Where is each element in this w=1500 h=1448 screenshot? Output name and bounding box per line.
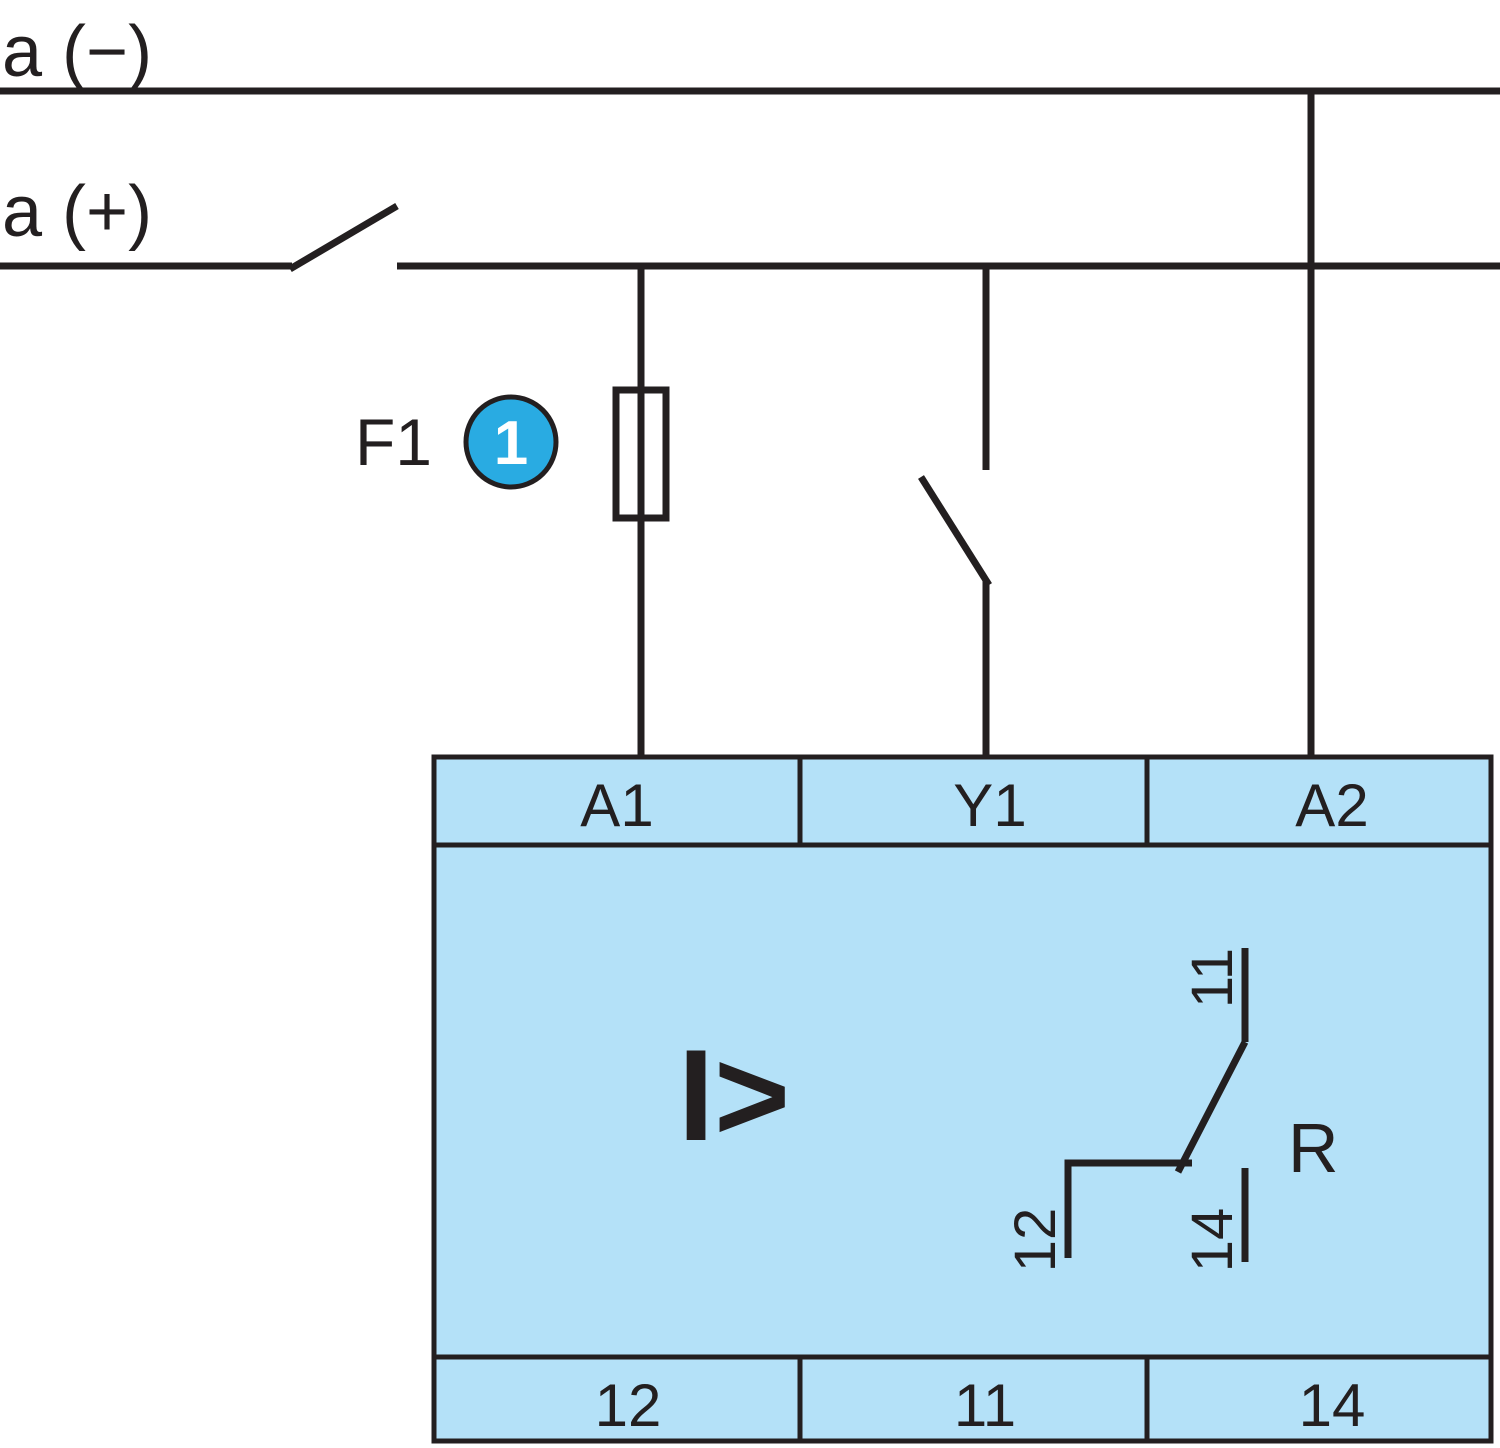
contact-blade — [1174, 1040, 1249, 1174]
main-switch-blade — [288, 202, 399, 273]
terminal-label-a2: A2 — [1295, 772, 1368, 839]
terminal-label-14: 14 — [1299, 1372, 1366, 1439]
relay-contact-letter: R — [1288, 1109, 1339, 1187]
contact-terminal-label-14: 14 — [1180, 1208, 1245, 1273]
terminal-label-12: 12 — [595, 1372, 662, 1439]
contact-nc-lead — [1064, 1159, 1192, 1258]
control-switch-blade — [918, 475, 992, 587]
callout-number: 1 — [494, 409, 528, 478]
fuse-symbol — [612, 386, 670, 522]
terminal-label-y1: Y1 — [953, 772, 1026, 839]
relay-box — [431, 754, 1494, 1444]
fuse-label: F1 — [355, 405, 432, 479]
callout-badge — [463, 394, 559, 490]
terminal-label-a1: A1 — [580, 772, 653, 839]
overcurrent-function-symbol: I> — [678, 1022, 790, 1168]
terminal-label-11: 11 — [954, 1372, 1016, 1439]
rail-positive-label: a (+) — [2, 172, 152, 252]
rail-negative-label: a (−) — [2, 12, 152, 92]
contact-terminal-label-11: 11 — [1180, 948, 1245, 1008]
contact-terminal-label-12: 12 — [1003, 1208, 1068, 1273]
